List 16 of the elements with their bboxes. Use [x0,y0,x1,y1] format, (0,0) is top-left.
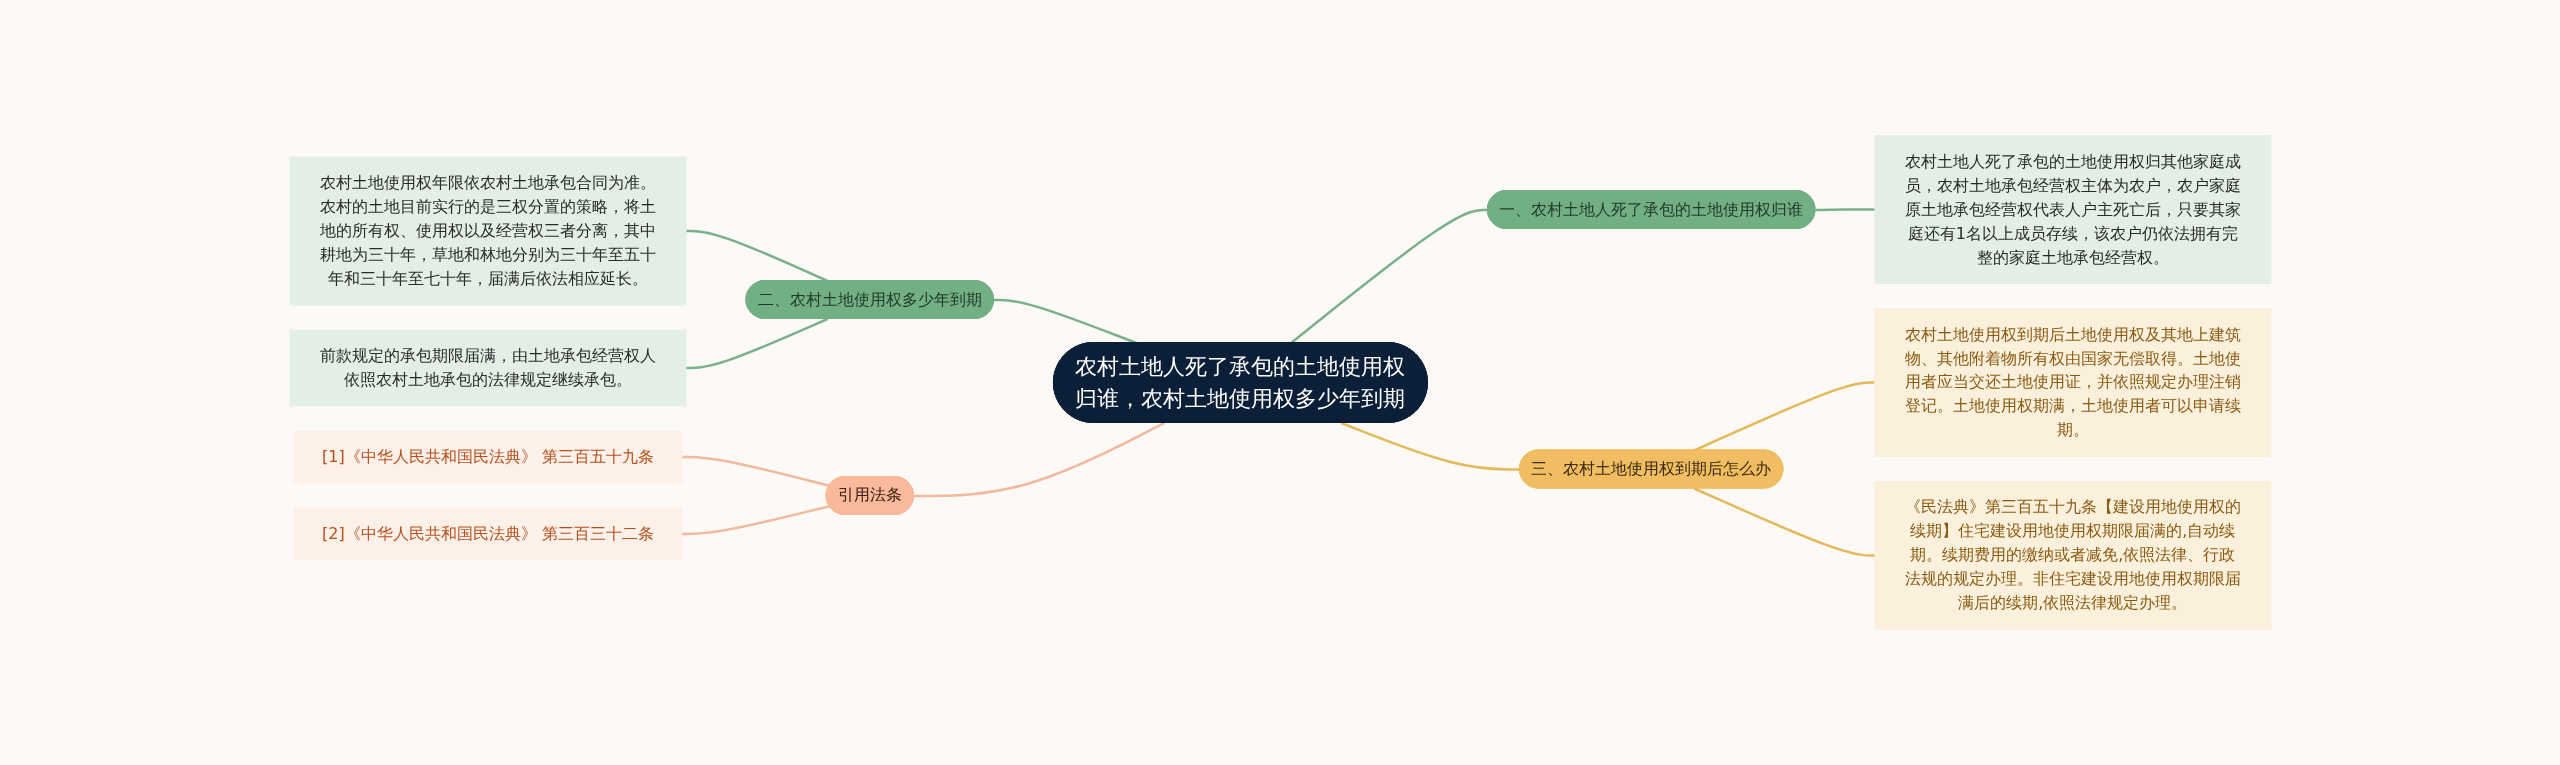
node-box: 农村土地人死了承包的土地使用权归其他家庭成员，农村土地承包经营权主体为农户，农户家庭原土地承包经营权代表人户主死亡后，只要其家庭还有1名以上成员存续，该农户仍依法拥有完整的家庭土地承包经营权。 [1873,135,2271,284]
node-box: 前款规定的承包期限届满，由土地承包经营权人依照农村土地承包的法律规定继续承包。 [289,329,687,407]
node-box: 《民法典》第三百五十九条【建设用地使用权的续期】住宅建设用地使用权期限届满的,自动续期。续期费用的缴纳或者减免,依照法律、行政法规的规定办理。非住宅建设用地使用权期限届满后的续期,依照法律规定办理。 [1873,481,2271,630]
connector [1289,208,1488,344]
node-box: [1]《中华人民共和国民法典》 第三百五十九条 [293,430,682,484]
connector [681,505,830,536]
connector [681,455,830,487]
connector [1814,208,1875,212]
node-box: 农村土地使用权到期后土地使用权及其地上建筑物、其他附着物所有权由国家无偿取得。土地使用者应当交还土地使用证，并依照规定办理注销登记。土地使用权期满，土地使用者可以申请续期。 [1873,308,2271,457]
connector [1693,381,1875,452]
node-box: [2]《中华人民共和国民法典》 第三百三十二条 [293,507,682,561]
node-box: 农村土地使用权年限依农村土地承包合同为准。农村的土地目前实行的是三权分置的策略，将土地的所有权、使用权以及经营权三者分离，其中耕地为三十年，草地和林地分别为三十年至五十年和三十年至七十年，届满后依法相应延长。 [289,156,687,306]
connector [913,421,1165,498]
connector [685,317,828,370]
connector [1340,421,1520,471]
connector [1693,487,1875,557]
